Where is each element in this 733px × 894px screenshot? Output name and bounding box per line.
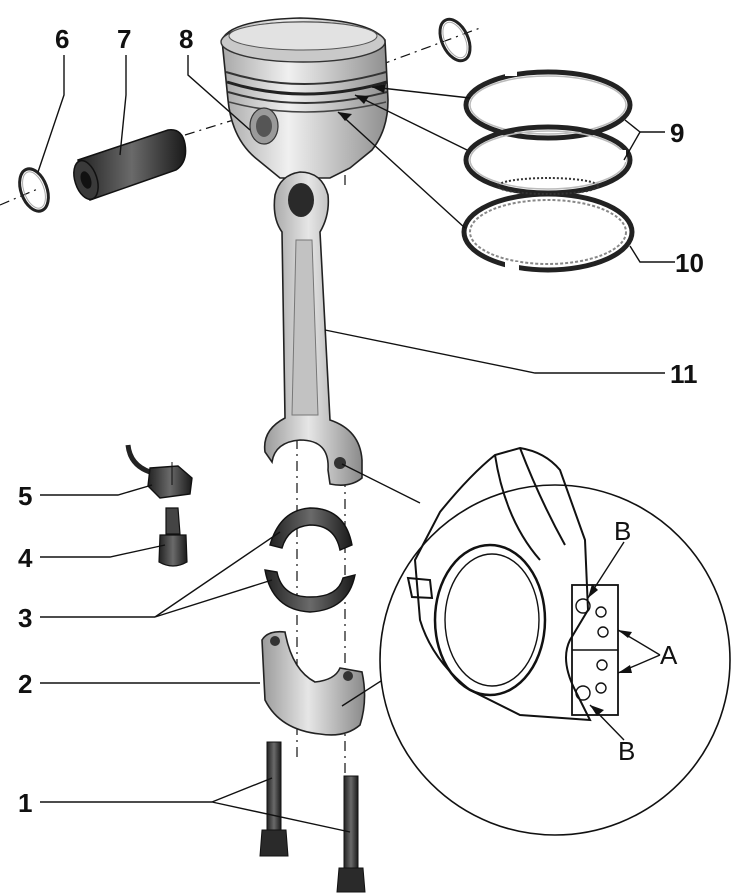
callout-5: 5 — [18, 481, 32, 511]
callout-7: 7 — [117, 24, 131, 54]
detail-label-a: A — [660, 640, 678, 670]
detail-magnifier — [341, 446, 731, 836]
callout-4: 4 — [18, 543, 33, 573]
callout-6: 6 — [55, 24, 69, 54]
detail-label-b-bottom: B — [618, 736, 635, 766]
connecting-rod-bolts — [259, 741, 366, 893]
oil-spray-nozzle — [125, 444, 193, 499]
callout-9: 9 — [670, 118, 684, 148]
callout-3: 3 — [18, 603, 32, 633]
detail-label-leaders — [587, 541, 661, 741]
callout-2: 2 — [18, 669, 32, 699]
callout-10: 10 — [675, 248, 704, 278]
detail-label-b-top: B — [614, 516, 631, 546]
connecting-rod-cap — [261, 630, 366, 736]
leader-arrowheads — [338, 84, 386, 121]
nozzle-screw — [158, 507, 188, 567]
circlip-right — [438, 17, 472, 63]
circlip-left — [18, 167, 50, 213]
leader-lines — [37, 55, 675, 833]
callout-8: 8 — [179, 24, 193, 54]
callout-1: 1 — [18, 788, 32, 818]
callout-11: 11 — [670, 359, 698, 389]
bearing-shells — [264, 507, 356, 613]
piston-ring-oil-scraper — [461, 177, 635, 273]
connecting-rod — [263, 171, 363, 486]
callout-labels: 1 2 3 4 5 6 7 8 9 10 11 B A B — [18, 24, 704, 818]
piston-pin — [73, 129, 187, 201]
piston-rings-compression — [463, 68, 633, 196]
